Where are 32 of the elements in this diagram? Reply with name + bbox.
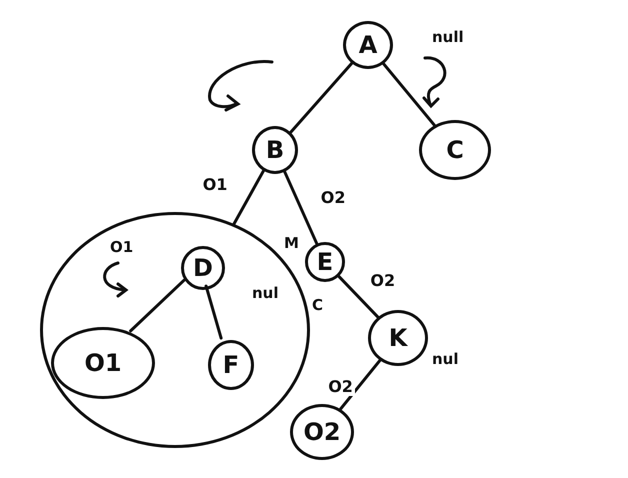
node-letter: A	[358, 31, 378, 59]
tree-node-circle	[305, 242, 345, 282]
tree-edge	[129, 278, 186, 332]
tree-node-circle	[51, 327, 155, 399]
note-label: nul	[432, 350, 458, 368]
tree-node-circle	[368, 310, 428, 366]
note-label: M	[284, 234, 299, 252]
node-letter: D	[193, 254, 213, 282]
node-letter: K	[388, 324, 408, 352]
note-label: O1	[110, 238, 134, 256]
tree-node-circle	[208, 340, 254, 390]
tree-node-circle	[181, 246, 225, 290]
tree-node-circle	[290, 404, 354, 460]
note-label: null	[432, 28, 464, 46]
tree-edge	[339, 358, 382, 411]
node-letter: B	[266, 136, 284, 164]
tree-edge	[232, 169, 265, 226]
note-label: nul	[252, 284, 278, 302]
tree-edge	[289, 62, 354, 134]
note-label: C	[312, 296, 324, 314]
tree-node-circle	[343, 21, 393, 69]
tree-edge	[204, 284, 223, 340]
node-letter: F	[222, 351, 240, 379]
node-letter: C	[446, 136, 464, 164]
tree-edge	[283, 170, 318, 246]
node-letter: O1	[84, 349, 122, 377]
tree-node-circle	[419, 120, 491, 180]
tree-edge	[382, 62, 436, 127]
tree-node-circle	[252, 126, 298, 174]
node-letter: E	[316, 248, 334, 276]
tree-edge	[337, 274, 380, 319]
node-letter: O2	[303, 418, 341, 446]
